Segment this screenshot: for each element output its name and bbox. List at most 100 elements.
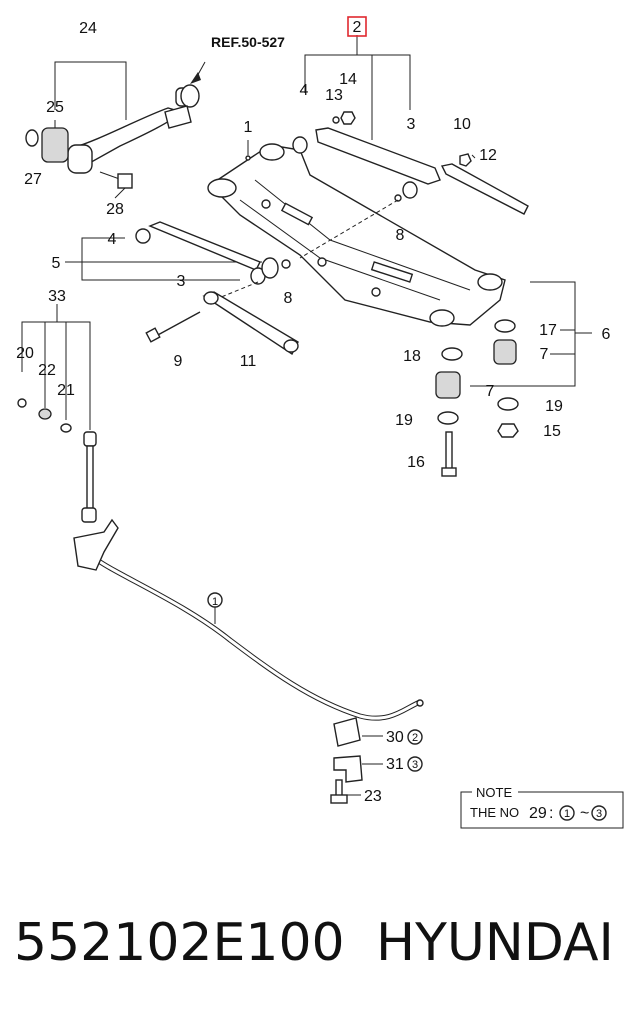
note-separator: : [549,805,553,822]
footer-part-number: 552102E100 [14,913,345,973]
bushing-7-right [493,339,517,365]
nut-14 [340,111,356,125]
link-33-bottom [81,507,97,523]
lateral-link-12 [440,163,529,215]
callout-23: 23 [364,788,382,805]
callout-20: 20 [16,345,34,362]
callout-30: 30 [386,729,404,746]
callout-7-right: 7 [540,346,549,363]
callout-24: 24 [79,20,97,37]
callout-33: 33 [48,288,66,305]
callout-3-lower: 3 [177,273,186,290]
callout-8-upper: 8 [396,227,405,244]
callout-16: 16 [407,454,425,471]
trailing-arm-group [25,61,206,199]
callout-17: 17 [539,322,557,339]
callout-1-top: 1 [244,119,253,136]
callout-5: 5 [52,255,61,272]
bolt-16-head [441,467,457,477]
callout-21: 21 [57,382,75,399]
callout-31: 31 [386,756,404,773]
bushing-25 [41,127,69,163]
note-range-start: 1 [564,808,570,820]
footer: 552102E100 HYUNDAI [14,913,614,973]
callout-14: 14 [339,71,357,88]
arm-bushing-front [67,144,93,174]
bushing-30 [333,717,361,747]
reference-label: REF.50-527 [211,34,285,50]
link-33-rod [86,445,94,511]
bolt-9 [155,311,201,337]
cup-17 [494,319,516,333]
stabilizer-bar-group [73,518,424,804]
washer-19-left [437,411,459,425]
nut-10 [459,153,472,167]
link-33-top [83,431,97,447]
note-box: NOTE THE NO 29 : 1 ~ 3 [460,785,624,829]
callout-6: 6 [602,326,611,343]
callout-8-lower: 8 [284,290,293,307]
ref-arrow [190,72,201,84]
bracket-31 [333,755,363,783]
nut-27 [25,129,39,147]
callout-18: 18 [403,348,421,365]
note-part-no: 29 [529,805,547,822]
bushing-22 [38,408,52,420]
callout-9: 9 [174,353,183,370]
callout-28: 28 [106,201,124,218]
bolt-28-head [117,173,133,189]
bolt-16 [445,431,453,471]
bushing-4 [292,136,308,154]
callout-12: 12 [479,147,497,164]
bushing-3-cap [261,257,279,279]
callout-labels: 24 25 27 28 REF.50-527 1 2 4 13 14 3 10 … [16,16,611,805]
note-range-start-ring [559,805,575,821]
callout-4-lower: 4 [108,231,117,248]
washer-18 [441,347,463,361]
mount-top [259,143,285,161]
bushing-7-left [435,371,461,399]
bar-end-left [73,518,119,571]
arm-bracket [164,105,192,129]
note-range-end: 3 [596,808,602,820]
note-range-end-ring [591,805,607,821]
washer-19-right [497,397,519,411]
bolt-23-head [330,794,348,804]
callout-10: 10 [453,116,471,133]
circled-2-ring [407,729,423,745]
bushing-4-lower [135,228,151,244]
lower-arm [148,221,261,271]
ring-20 [17,398,27,408]
note-prefix: THE NO [470,805,519,820]
crossmember [207,143,506,327]
nut-15 [497,423,519,438]
callout-13: 13 [325,87,343,104]
note-tilde: ~ [580,805,589,822]
arm-bushing-cap [180,84,200,108]
callout-3-upper: 3 [407,116,416,133]
mount-left [207,178,237,198]
highlight-box [347,16,367,37]
circled-2: 2 [412,732,418,744]
callout-25: 25 [46,99,64,116]
mount-group [435,281,592,477]
lower-links-group [65,221,299,356]
washer-13 [332,116,340,124]
washer-8-upper [394,194,402,202]
callout-4-upper: 4 [300,82,309,99]
mount-bottom [429,309,455,327]
callout-1-bar: 1 [212,596,218,608]
callout-22: 22 [38,362,56,379]
callout-19-right: 19 [545,398,563,415]
upper-control-arm [315,127,441,185]
note-title: NOTE [476,785,512,800]
stabilizer-link-group [17,304,97,523]
washer-21 [60,423,72,433]
circled-3: 3 [412,759,418,771]
callout-27: 27 [24,171,42,188]
upper-arm-group [245,35,529,259]
washer-8-lower [281,259,291,269]
callout-2-highlighted: 2 [353,19,362,36]
bolt-23 [335,779,343,797]
